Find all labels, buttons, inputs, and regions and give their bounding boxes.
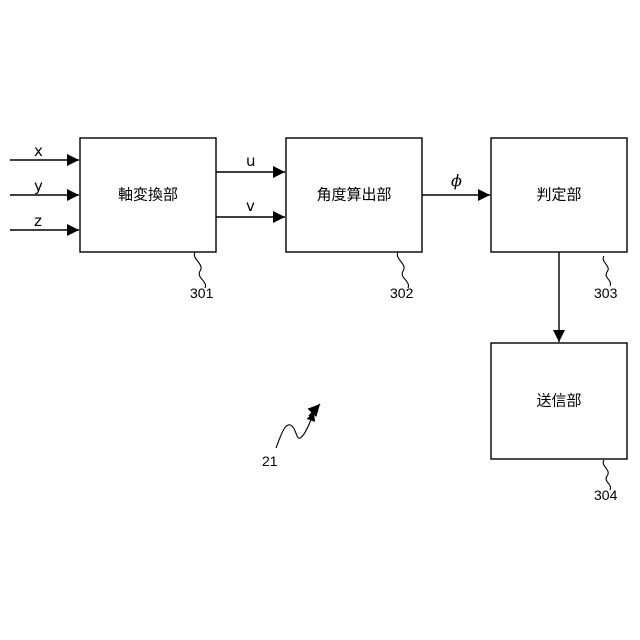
ref-21-leader (276, 412, 314, 448)
ref-303: 303 (594, 285, 618, 301)
signal-x-label: x (34, 142, 43, 160)
ref-304: 304 (594, 487, 618, 503)
ref-302-leader (397, 252, 408, 288)
ref-302: 302 (390, 285, 414, 301)
axis-conversion-label: 軸変換部 (118, 186, 178, 204)
transmission-label: 送信部 (536, 392, 581, 410)
ref-304-leader (603, 460, 610, 490)
signal-y-label: y (34, 177, 43, 195)
signal-z-label: z (34, 212, 42, 230)
ref-21: 21 (262, 453, 278, 469)
ref-21-arrow (309, 404, 320, 416)
ref-301: 301 (190, 285, 214, 301)
signal-u-label: u (246, 152, 256, 170)
determination-label: 判定部 (536, 186, 581, 204)
signal-phi-label: ϕ (451, 171, 462, 190)
ref-303-leader (603, 256, 610, 286)
signal-v-label: v (246, 197, 255, 215)
angle-calculation-label: 角度算出部 (316, 186, 391, 204)
ref-301-leader (194, 252, 205, 288)
